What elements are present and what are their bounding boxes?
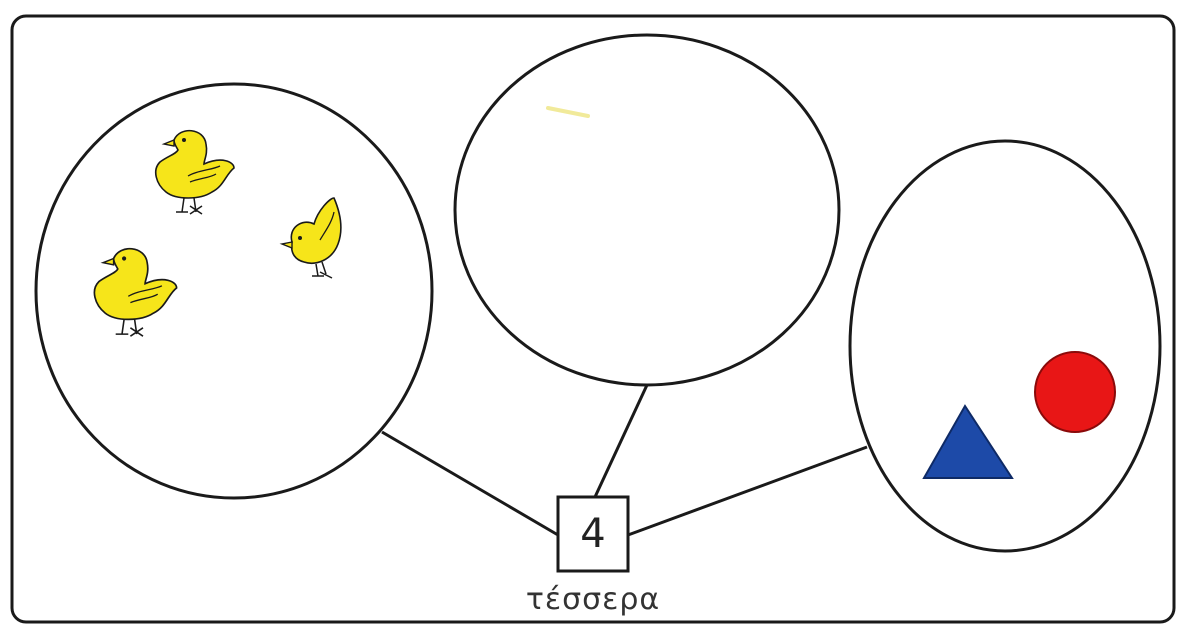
set-shapes-oval — [850, 141, 1160, 551]
number-word: τέσσερα — [480, 580, 706, 620]
number-label: 4 — [558, 497, 628, 571]
set-empty-oval — [455, 35, 839, 385]
circle-shape — [1035, 352, 1115, 432]
